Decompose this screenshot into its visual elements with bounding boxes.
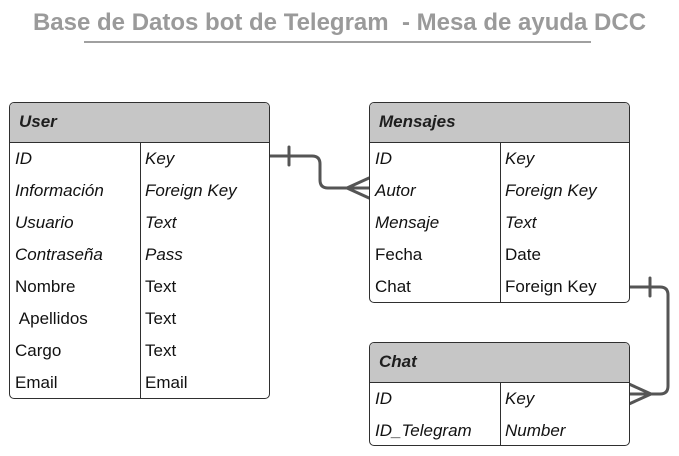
entity-user-row[interactable]: Información Foreign Key [10,175,269,207]
field-type: Pass [145,245,183,264]
entity-user-row[interactable]: Contraseña Pass [10,239,269,271]
entity-user-row[interactable]: Apellidos Text [10,303,269,335]
entity-mensajes-header: Mensajes [370,103,629,143]
entity-user-row[interactable]: Email Email [10,367,269,398]
entity-mensajes-row[interactable]: Autor Foreign Key [370,175,629,207]
connector-mensajes-chat [627,285,670,396]
field-name: ID_Telegram [375,421,472,440]
field-type: Text [145,341,177,360]
entity-chat-row[interactable]: ID Key [370,383,629,415]
field-name: Contraseña [15,245,103,264]
entity-user-row[interactable]: Nombre Text [10,271,269,303]
field-name: Nombre [15,277,76,296]
entity-mensajes-row[interactable]: ID Key [370,143,629,175]
entity-chat-row[interactable]: ID_Telegram Number [370,415,629,445]
field-type: Key [145,149,175,168]
field-type: Date [505,245,541,264]
field-name: Mensaje [375,213,440,232]
field-name: ID [375,389,392,408]
field-type: Foreign Key [145,181,237,200]
entity-mensajes-row[interactable]: Chat Foreign Key [370,271,629,302]
field-name: Usuario [15,213,74,232]
field-name: ID [375,149,392,168]
cardinality-many-chat [627,382,653,406]
entity-user-header: User [10,103,269,143]
field-name: Chat [375,277,411,296]
field-name: Fecha [375,245,423,264]
entity-user-row[interactable]: Cargo Text [10,335,269,367]
field-type: Email [145,373,188,392]
column-divider [500,383,501,445]
field-type: Foreign Key [505,181,597,200]
entity-mensajes-row[interactable]: Mensaje Text [370,207,629,239]
connector-user-mensajes [268,154,371,190]
field-type: Key [505,149,535,168]
field-type: Text [145,277,177,296]
field-type: Text [145,309,177,328]
column-divider [500,143,501,302]
field-name: ID [15,149,32,168]
field-name: Autor [375,181,416,200]
field-type: Text [505,213,537,232]
diagram-title: Base de Datos bot de Telegram - Mesa de … [32,9,647,36]
entity-mensajes-row[interactable]: Fecha Date [370,239,629,271]
field-name: Cargo [15,341,62,360]
column-divider [140,143,141,398]
field-type: Key [505,389,535,408]
field-name: Información [15,181,104,200]
field-type: Text [145,213,177,232]
field-type: Number [505,421,566,440]
entity-user-row[interactable]: Usuario Text [10,207,269,239]
field-name: Email [15,373,58,392]
title-underline [84,41,591,43]
entity-chat-header: Chat [370,343,629,383]
field-type: Foreign Key [505,277,597,296]
field-name: Apellidos [15,309,88,328]
entity-user-row[interactable]: ID Key [10,143,269,175]
cardinality-many-mensajes [345,176,371,200]
